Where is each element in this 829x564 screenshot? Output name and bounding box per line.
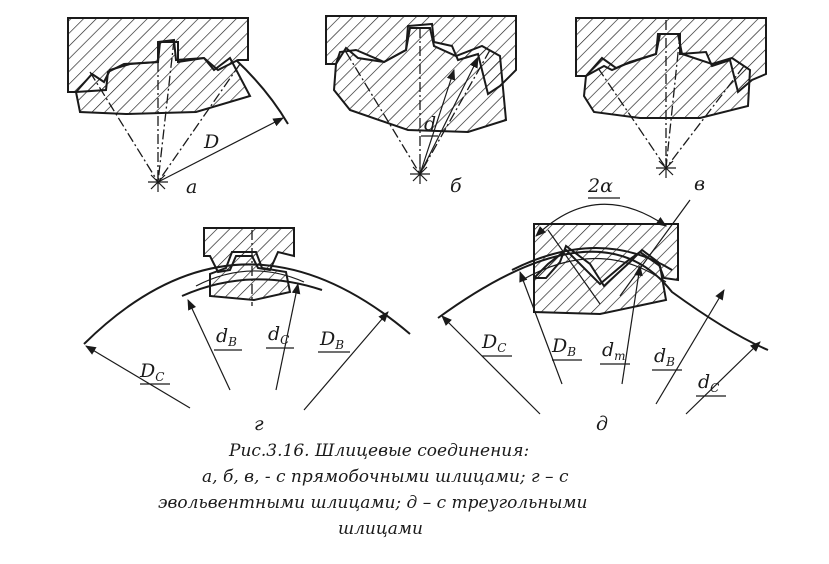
panel-v-diagram: в xyxy=(575,17,767,195)
panel-g-diagram: DC dB dC DB г xyxy=(83,227,411,435)
caption-line-2: а, б, в, - с прямобочными шлицами; г – с xyxy=(202,467,569,487)
g-dC-label: dC xyxy=(268,323,289,347)
d-DB-label: DB xyxy=(551,335,576,359)
caption-line-3: эвольвентными шлицами; д – с треугольным… xyxy=(158,493,588,513)
d-dB-label: dB xyxy=(654,345,675,369)
panel-d-letter: д xyxy=(596,413,608,435)
panel-v-letter: в xyxy=(694,173,705,195)
dimension-D-label: D xyxy=(203,131,219,153)
g-DB-label: DB xyxy=(319,328,344,352)
caption-line-4: шлицами xyxy=(338,519,423,539)
d-DC-label: DC xyxy=(481,331,506,355)
dimension-d-label: d xyxy=(424,113,436,135)
panel-a-letter: а xyxy=(186,176,197,198)
panel-d-diagram: 2α DC DB dm dB dC д xyxy=(437,175,769,435)
panel-g-letter: г xyxy=(254,413,264,435)
g-DC-label: DC xyxy=(139,360,164,384)
panel-a-diagram: D а xyxy=(67,17,289,198)
panel-b-diagram: d б xyxy=(325,15,517,197)
panel-b-letter: б xyxy=(450,175,462,197)
two-alpha-label: 2α xyxy=(587,175,613,197)
d-dC-label: dC xyxy=(698,371,719,395)
g-dB-label: dB xyxy=(216,325,237,349)
caption-line-1: Рис.3.16. Шлицевые соединения: xyxy=(229,441,530,461)
d-dm-label: dm xyxy=(602,339,626,363)
